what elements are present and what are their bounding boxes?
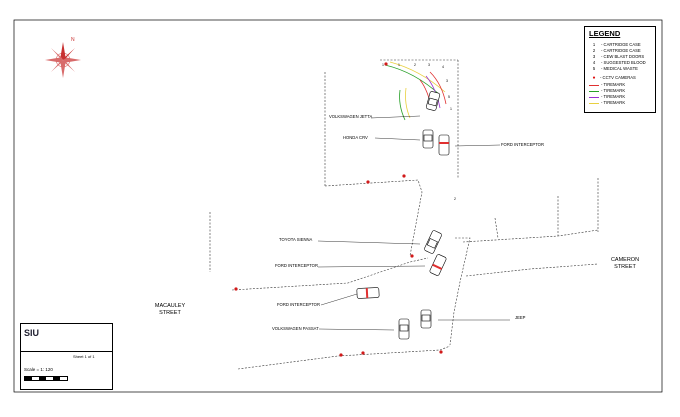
title-block-scale: Scale = 1: 120 bbox=[24, 367, 53, 372]
crv-shape bbox=[422, 129, 434, 149]
title-block: SIU Sheet 1 of 1 Scale = 1: 120 bbox=[20, 323, 113, 390]
svg-text:3: 3 bbox=[446, 79, 448, 83]
legend-item: 2- CARTRIDGE CASE bbox=[592, 48, 641, 53]
label-ford-interceptor-mid: FORD INTERCEPTOR bbox=[275, 263, 318, 268]
legend-tiremark-purple: - TIREMARK bbox=[588, 94, 625, 99]
legend-title: LEGEND bbox=[589, 29, 621, 38]
svg-text:1: 1 bbox=[450, 107, 452, 111]
label-toyota-sienna: TOYOTA SIENNA bbox=[279, 237, 313, 242]
drawing-border bbox=[13, 19, 663, 393]
svg-text:1: 1 bbox=[398, 63, 400, 67]
label-ford-interceptor-north: FORD INTERCEPTOR bbox=[501, 142, 544, 147]
tiremarks bbox=[384, 61, 447, 121]
interceptor-south-shape bbox=[356, 287, 380, 299]
legend-item: 3- CEW BLAST DOORS bbox=[592, 54, 645, 59]
scale-bar bbox=[24, 376, 68, 381]
interceptor-mid-shape bbox=[429, 254, 447, 276]
legend-cctv: ●- CCTV CAMERAS bbox=[588, 75, 635, 81]
compass-rose-icon: N bbox=[45, 37, 81, 78]
legend-tiremark-yellow: - TIREMARK bbox=[588, 100, 625, 105]
legend-tiremark-red: - TIREMARK bbox=[588, 82, 625, 87]
svg-text:5: 5 bbox=[448, 95, 450, 99]
cctv-camera-icon: ● bbox=[592, 75, 596, 81]
legend-item: 5- MEDICAL WASTE bbox=[592, 66, 638, 71]
svg-text:3: 3 bbox=[428, 63, 430, 67]
title-block-org: SIU bbox=[24, 328, 40, 338]
evidence-markers: 1 1 2 3 4 3 5 1 2 bbox=[382, 63, 456, 201]
legend-tiremark-green: - TIREMARK bbox=[588, 88, 625, 93]
passat-shape bbox=[398, 318, 410, 340]
svg-text:4: 4 bbox=[442, 65, 444, 69]
vehicle-shapes bbox=[356, 91, 450, 340]
cctv-camera-icons bbox=[234, 62, 443, 357]
svg-text:1: 1 bbox=[382, 63, 384, 67]
svg-text:2: 2 bbox=[454, 197, 456, 201]
label-jeep: JEEP bbox=[515, 315, 526, 320]
legend-item: 1- CARTRIDGE CASE bbox=[592, 42, 641, 47]
interceptor-north-shape bbox=[438, 134, 450, 156]
street-macauley: MACAULEY STREET bbox=[154, 303, 186, 316]
road-edges bbox=[209, 59, 599, 370]
label-ford-interceptor-south: FORD INTERCEPTOR bbox=[277, 302, 320, 307]
title-block-divider bbox=[21, 351, 112, 352]
legend-item: 4- SUGGESTED BLOOD bbox=[592, 60, 646, 65]
svg-text:N: N bbox=[71, 37, 75, 43]
label-volkswagen-passat: VOLKSWAGEN PASSAT bbox=[272, 326, 319, 331]
label-honda-crv: HONDA CRV bbox=[343, 135, 368, 140]
svg-text:2: 2 bbox=[414, 63, 416, 67]
legend: LEGEND 1- CARTRIDGE CASE 2- CARTRIDGE CA… bbox=[584, 26, 656, 113]
jetta-shape bbox=[425, 91, 441, 111]
label-volkswagen-jetta: VOLKSWAGEN JETTA bbox=[329, 114, 373, 119]
street-cameron: CAMERON STREET bbox=[610, 257, 640, 270]
leader-lines bbox=[317, 115, 510, 331]
sienna-shape bbox=[424, 230, 442, 254]
jeep-shape bbox=[420, 309, 432, 329]
title-block-sheet: Sheet 1 of 1 bbox=[73, 354, 95, 359]
